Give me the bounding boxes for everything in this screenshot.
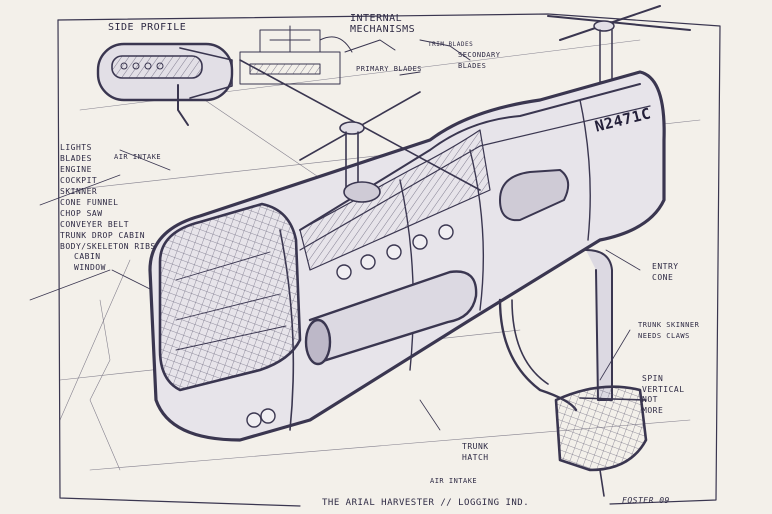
entry-cone-label: ENTRY CONE — [652, 262, 679, 282]
fuselage — [148, 70, 666, 442]
secondary-blades-label: SECONDARY BLADES — [458, 51, 501, 70]
air-intake-bottom-label: AIR INTAKE — [430, 477, 478, 485]
side-profile-label: SIDE PROFILE — [108, 22, 187, 33]
parts-list: LIGHTS BLADES ENGINE COCKPIT SKINNER CON… — [60, 143, 156, 251]
entry-cone — [498, 249, 613, 412]
rear-rotor — [547, 5, 691, 83]
main-rotor — [239, 59, 481, 203]
side-profile-thumbnail — [96, 42, 234, 126]
trim-blades-label: TRIM BLADES — [428, 41, 474, 48]
internal-mechanisms-diagram — [239, 25, 471, 85]
page-frame — [29, 13, 721, 507]
trunk-skinner-claw — [554, 385, 648, 497]
trunk-skinner-label: TRUNK SKINNER NEEDS CLAWS — [638, 321, 700, 340]
internal-mechanisms-label: INTERNAL MECHANISMS — [350, 13, 416, 35]
cabin-window-label: CABIN WINDOW — [74, 252, 106, 272]
air-intake-top-label: AIR INTAKE — [114, 153, 162, 161]
leader-lines — [111, 149, 641, 431]
artist-signature: FOSTER 09 — [622, 496, 670, 505]
primary-blades-label: PRIMARY BLADES — [356, 65, 423, 73]
spin-note: SPIN VERTICAL NOT MORE — [642, 374, 685, 415]
trunk-hatch-label: TRUNK HATCH — [462, 442, 489, 462]
sketch-title: THE ARIAL HARVESTER // LOGGING IND. — [322, 498, 530, 508]
